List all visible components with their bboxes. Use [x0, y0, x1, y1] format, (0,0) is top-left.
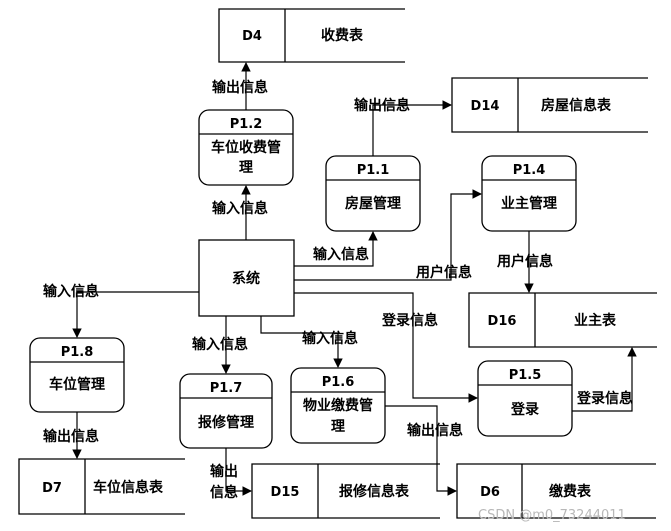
store-d7: D7 车位信息表 [18, 458, 185, 515]
flow-p1-1-to-d14 [372, 100, 452, 156]
flow-system-to-p1-4 [294, 189, 482, 281]
store-name: 报修信息表 [339, 483, 410, 500]
flow-label-user-info-d16: 用户信息 [497, 253, 553, 270]
watermark: CSDN @m0_73244011 [478, 508, 626, 523]
process-id: P1.2 [230, 117, 263, 132]
process-id: P1.6 [322, 375, 355, 390]
flow-label-input-p1-1: 输入信息 [313, 246, 369, 263]
process-p1-5: P1.5 登录 [477, 360, 573, 437]
process-label-line1: 登录 [510, 401, 539, 418]
flow-label-input-p1-8: 输入信息 [43, 283, 99, 300]
flow-lines [72, 62, 637, 496]
store-d14: D14 房屋信息表 [451, 77, 648, 133]
flow-label-output-d15-line1: 输出 [210, 463, 238, 480]
store-id: D6 [480, 485, 500, 500]
flow-p1-5-to-d16 [572, 347, 637, 412]
flow-label-input-p1-6: 输入信息 [302, 330, 358, 347]
process-label-line1: 房屋管理 [345, 195, 401, 212]
flow-label-user-info-system: 用户信息 [416, 264, 472, 281]
store-name: 车位信息表 [93, 479, 164, 496]
process-label-line2: 理 [239, 160, 253, 176]
flow-system-to-p1-5 [294, 292, 478, 403]
process-id: P1.5 [509, 368, 542, 383]
process-p1-4: P1.4 业主管理 [481, 155, 577, 232]
process-label-line1: 车位管理 [49, 376, 105, 393]
store-id: D14 [471, 99, 500, 114]
system-entity: 系统 [198, 239, 295, 317]
store-d4: D4 收费表 [218, 8, 405, 63]
process-p1-2: P1.2 车位收费管 理 [198, 109, 294, 186]
flow-label-output-d6: 输出信息 [407, 422, 463, 439]
store-name: 房屋信息表 [541, 97, 612, 114]
flow-system-to-p1-8 [72, 291, 199, 338]
process-label-line2: 理 [331, 419, 345, 435]
store-name: 收费表 [321, 27, 364, 44]
process-label-line1: 车位收费管 [211, 139, 281, 156]
flow-p1-7-to-d15 [225, 448, 252, 496]
flow-label-output-d15-line2: 信息 [210, 484, 238, 501]
flow-label-output-d7: 输出信息 [43, 428, 99, 445]
system-label: 系统 [232, 270, 260, 287]
store-d6: D6 缴费表 [456, 463, 656, 519]
flow-system-to-p1-1 [294, 231, 378, 267]
flow-system-to-p1-6 [260, 316, 343, 368]
flow-label-input-p1-7: 输入信息 [192, 336, 248, 353]
process-id: P1.7 [210, 381, 243, 396]
process-p1-6: P1.6 物业缴费管 理 [290, 367, 386, 444]
store-id: D4 [242, 29, 262, 44]
process-p1-1: P1.1 房屋管理 [325, 155, 421, 232]
flow-label-login-system: 登录信息 [381, 312, 438, 329]
process-id: P1.4 [513, 163, 546, 178]
store-d15: D15 报修信息表 [251, 463, 440, 519]
store-id: D16 [488, 314, 517, 329]
flow-p1-6-to-d6 [385, 405, 457, 496]
store-d16: D16 业主表 [468, 292, 657, 348]
flow-label-output-d4: 输出信息 [212, 79, 268, 96]
flow-label-output-d14: 输出信息 [354, 97, 410, 114]
store-name: 缴费表 [549, 483, 592, 500]
process-p1-7: P1.7 报修管理 [179, 373, 273, 449]
store-id: D15 [271, 485, 300, 500]
process-id: P1.1 [357, 163, 390, 178]
process-label-line1: 物业缴费管 [303, 397, 373, 414]
flow-label-login-d16: 登录信息 [576, 390, 633, 407]
process-id: P1.8 [61, 345, 94, 360]
store-id: D7 [42, 481, 62, 496]
process-label-line1: 业主管理 [501, 195, 557, 212]
store-name: 业主表 [574, 312, 617, 329]
process-p1-8: P1.8 车位管理 [29, 337, 125, 413]
process-label-line1: 报修管理 [198, 414, 254, 431]
flow-label-input-p1-2: 输入信息 [212, 200, 268, 217]
